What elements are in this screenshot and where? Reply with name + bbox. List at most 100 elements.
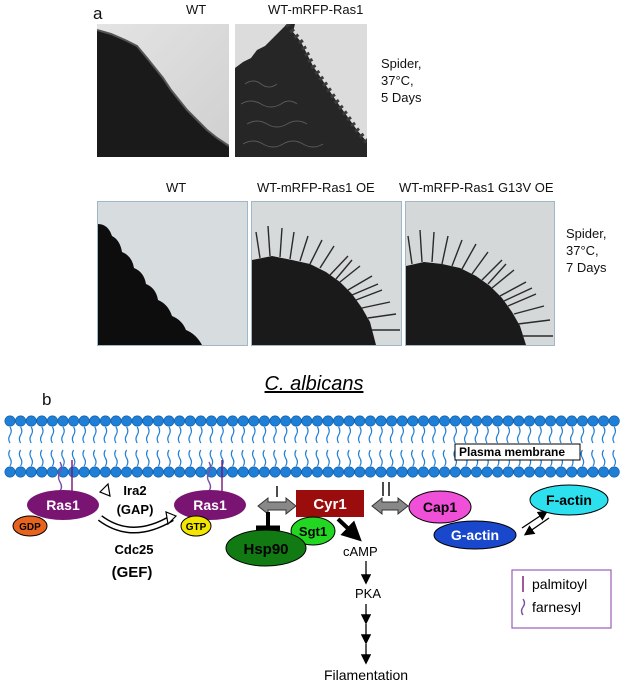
row2-condition: Spider, 37°C, 7 Days <box>566 225 606 276</box>
lipid-head <box>460 466 472 478</box>
lipid-tail <box>485 426 489 444</box>
lipid-head <box>428 415 440 427</box>
lipid-tail <box>61 449 65 467</box>
lipid-head <box>57 415 69 427</box>
lipid-head <box>407 415 419 427</box>
lipid-head <box>555 415 567 427</box>
lipid-head <box>110 415 122 427</box>
lipid-tail <box>357 426 362 444</box>
gef-label: (GEF) <box>112 564 153 581</box>
lipid-tail <box>220 449 224 467</box>
pka-label: PKA <box>355 586 381 601</box>
legend-farnesyl-symbol <box>520 598 526 616</box>
gef-arrow-head <box>165 511 178 526</box>
ras1-cyr1-interaction-arrow <box>257 496 297 516</box>
lipid-head <box>470 415 482 427</box>
lipid-head <box>460 415 472 427</box>
lipid-head <box>174 415 186 427</box>
lipid-tail <box>92 449 97 467</box>
lipid-tail <box>251 426 256 444</box>
lipid-head <box>364 415 376 427</box>
lipid-tail <box>453 426 458 444</box>
lipid-head <box>523 466 535 478</box>
cyr1-label: Cyr1 <box>313 496 346 513</box>
lipid-tail <box>61 426 65 444</box>
lipid-tail <box>156 426 161 444</box>
lipid-tail <box>326 449 330 467</box>
row1-condition: Spider, 37°C, 5 Days <box>381 55 421 106</box>
lipid-head <box>492 415 504 427</box>
lipid-head <box>534 466 546 478</box>
lipid-tail <box>379 449 383 467</box>
lipid-tail <box>135 426 140 444</box>
gef-arrow-fill <box>98 516 174 532</box>
lipid-head <box>280 415 292 427</box>
lipid-tail <box>262 426 267 444</box>
lipid-head <box>608 415 620 427</box>
g-to-f-actin-arrow <box>521 510 549 529</box>
lipid-head <box>121 415 133 427</box>
lipid-tail <box>82 426 87 444</box>
row2-label-wt: WT <box>166 180 187 195</box>
lipid-tail <box>368 426 373 444</box>
farnesyl-anchor-left <box>57 461 63 492</box>
lipid-tail <box>251 449 256 467</box>
lipid-tail <box>82 449 87 467</box>
lipid-head <box>227 415 239 427</box>
lipid-tail <box>145 426 150 444</box>
lipid-head <box>301 466 313 478</box>
f-actin-label: F-actin <box>546 492 592 508</box>
lipid-tail <box>273 449 277 467</box>
lipid-head <box>152 466 164 478</box>
lipid-tail <box>135 449 140 467</box>
colony-photo-wt-mrfp-ras1-5days <box>235 24 367 157</box>
lipid-tail <box>294 449 299 467</box>
lipid-head <box>576 415 588 427</box>
membrane-label-box <box>454 443 581 461</box>
lipid-tail <box>103 426 108 444</box>
lipid-tail <box>548 426 553 444</box>
lipid-head <box>396 415 408 427</box>
lipid-head <box>534 415 546 427</box>
lipid-head <box>68 466 80 478</box>
lipid-tail <box>601 449 606 467</box>
row1-label-wt-mrfp-ras1: WT-mRFP-Ras1 <box>268 2 364 17</box>
lipid-tail <box>569 426 574 444</box>
f-to-g-actin-arrow <box>523 517 550 536</box>
lipid-head <box>322 415 334 427</box>
lipid-head <box>481 415 493 427</box>
lipid-head <box>15 466 27 478</box>
lipid-head <box>555 466 567 478</box>
lipid-tail <box>400 426 405 444</box>
gap-label: (GAP) <box>117 502 154 517</box>
lipid-head <box>99 466 111 478</box>
lipid-head <box>608 466 620 478</box>
lipid-head <box>311 415 323 427</box>
gap-arrow-head <box>98 482 111 497</box>
lipid-head <box>174 466 186 478</box>
lipid-head <box>343 415 355 427</box>
lipid-tail <box>442 426 447 444</box>
lipid-tail <box>389 449 394 467</box>
sgt1-label: Sgt1 <box>299 524 327 539</box>
cdc25-label: Cdc25 <box>114 542 153 557</box>
lipid-head <box>227 466 239 478</box>
membrane-label: Plasma membrane <box>459 445 565 459</box>
lipid-head <box>598 415 610 427</box>
lipid-head <box>25 466 37 478</box>
lipid-tail <box>262 449 267 467</box>
lipid-tail <box>294 426 299 444</box>
lipid-tail <box>336 426 341 444</box>
row1-condition-temp: 37°C, <box>381 73 414 88</box>
lipid-tail <box>39 449 44 467</box>
lipid-head <box>407 466 419 478</box>
f-actin-node <box>529 484 609 516</box>
lipid-head <box>598 466 610 478</box>
lipid-tail <box>29 449 34 467</box>
cyr1-node <box>296 490 364 517</box>
colony-photo-wt-mrfp-ras1-g13v-oe-7days <box>405 201 555 346</box>
lipid-head <box>545 466 557 478</box>
lipid-head <box>311 466 323 478</box>
lipid-head <box>248 466 260 478</box>
lipid-head <box>195 415 207 427</box>
